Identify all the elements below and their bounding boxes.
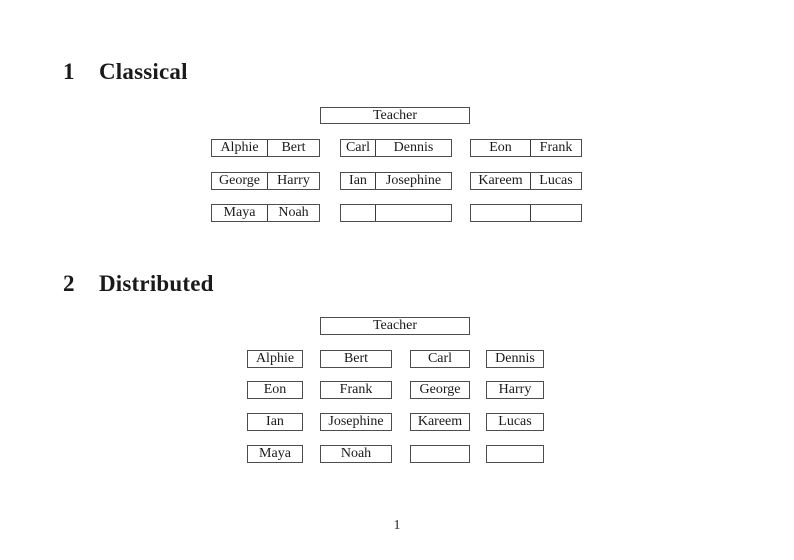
seat-distributed: Ian [247, 413, 303, 431]
page-number: 1 [393, 518, 401, 533]
teacher-label: Teacher [372, 318, 418, 333]
desk-classical: Maya Noah [211, 204, 320, 222]
section-heading-distributed: 2 Distributed [63, 271, 214, 297]
seat-distributed: Lucas [486, 413, 544, 431]
seat-cell: Noah [278, 205, 309, 220]
seat-distributed: Kareem [410, 413, 470, 431]
teacher-box-distributed: Teacher [320, 317, 470, 335]
teacher-box-classical: Teacher [320, 107, 470, 124]
section-heading-classical: 1 Classical [63, 59, 188, 85]
seat-distributed: Carl [410, 350, 470, 368]
seat-distributed: Frank [320, 381, 392, 399]
seat-cell: Alphie [212, 140, 268, 156]
seat-cell: Frank [539, 140, 573, 155]
seat-distributed: Harry [486, 381, 544, 399]
seat-cell: Kareem [471, 173, 531, 189]
seat-distributed: Maya [247, 445, 303, 463]
desk-classical: Ian Josephine [340, 172, 452, 190]
seat-cell: Lucas [539, 173, 573, 188]
desk-classical: Eon Frank [470, 139, 582, 157]
desk-classical: Carl Dennis [340, 139, 452, 157]
seat-distributed: Eon [247, 381, 303, 399]
seat-cell: Maya [212, 205, 268, 221]
desk-classical: Kareem Lucas [470, 172, 582, 190]
teacher-label: Teacher [372, 107, 418, 123]
seat-distributed: Josephine [320, 413, 392, 431]
seat-distributed: Alphie [247, 350, 303, 368]
seat-cell: Bert [281, 140, 306, 155]
section-title: Distributed [99, 271, 214, 296]
desk-classical: George Harry [211, 172, 320, 190]
seat-cell: Dennis [393, 140, 434, 155]
section-number: 2 [63, 271, 75, 296]
section-number: 1 [63, 59, 75, 84]
seat-cell: Carl [341, 140, 376, 156]
seat-cell: Harry [277, 173, 310, 188]
seat-cell: George [212, 173, 268, 189]
seat-distributed-empty [486, 445, 544, 463]
section-title: Classical [99, 59, 188, 84]
seat-cell: Ian [341, 173, 376, 189]
seat-distributed-empty [410, 445, 470, 463]
seat-distributed: Dennis [486, 350, 544, 368]
seat-cell: Josephine [385, 173, 442, 188]
seat-cell-empty [471, 205, 531, 221]
seat-distributed: Noah [320, 445, 392, 463]
seat-cell-empty [376, 205, 451, 221]
seat-cell-empty [531, 205, 581, 221]
seat-cell-empty [341, 205, 376, 221]
desk-classical-empty [470, 204, 582, 222]
desk-classical-empty [340, 204, 452, 222]
seat-distributed: Bert [320, 350, 392, 368]
desk-classical: Alphie Bert [211, 139, 320, 157]
seat-cell: Eon [471, 140, 531, 156]
seat-distributed: George [410, 381, 470, 399]
